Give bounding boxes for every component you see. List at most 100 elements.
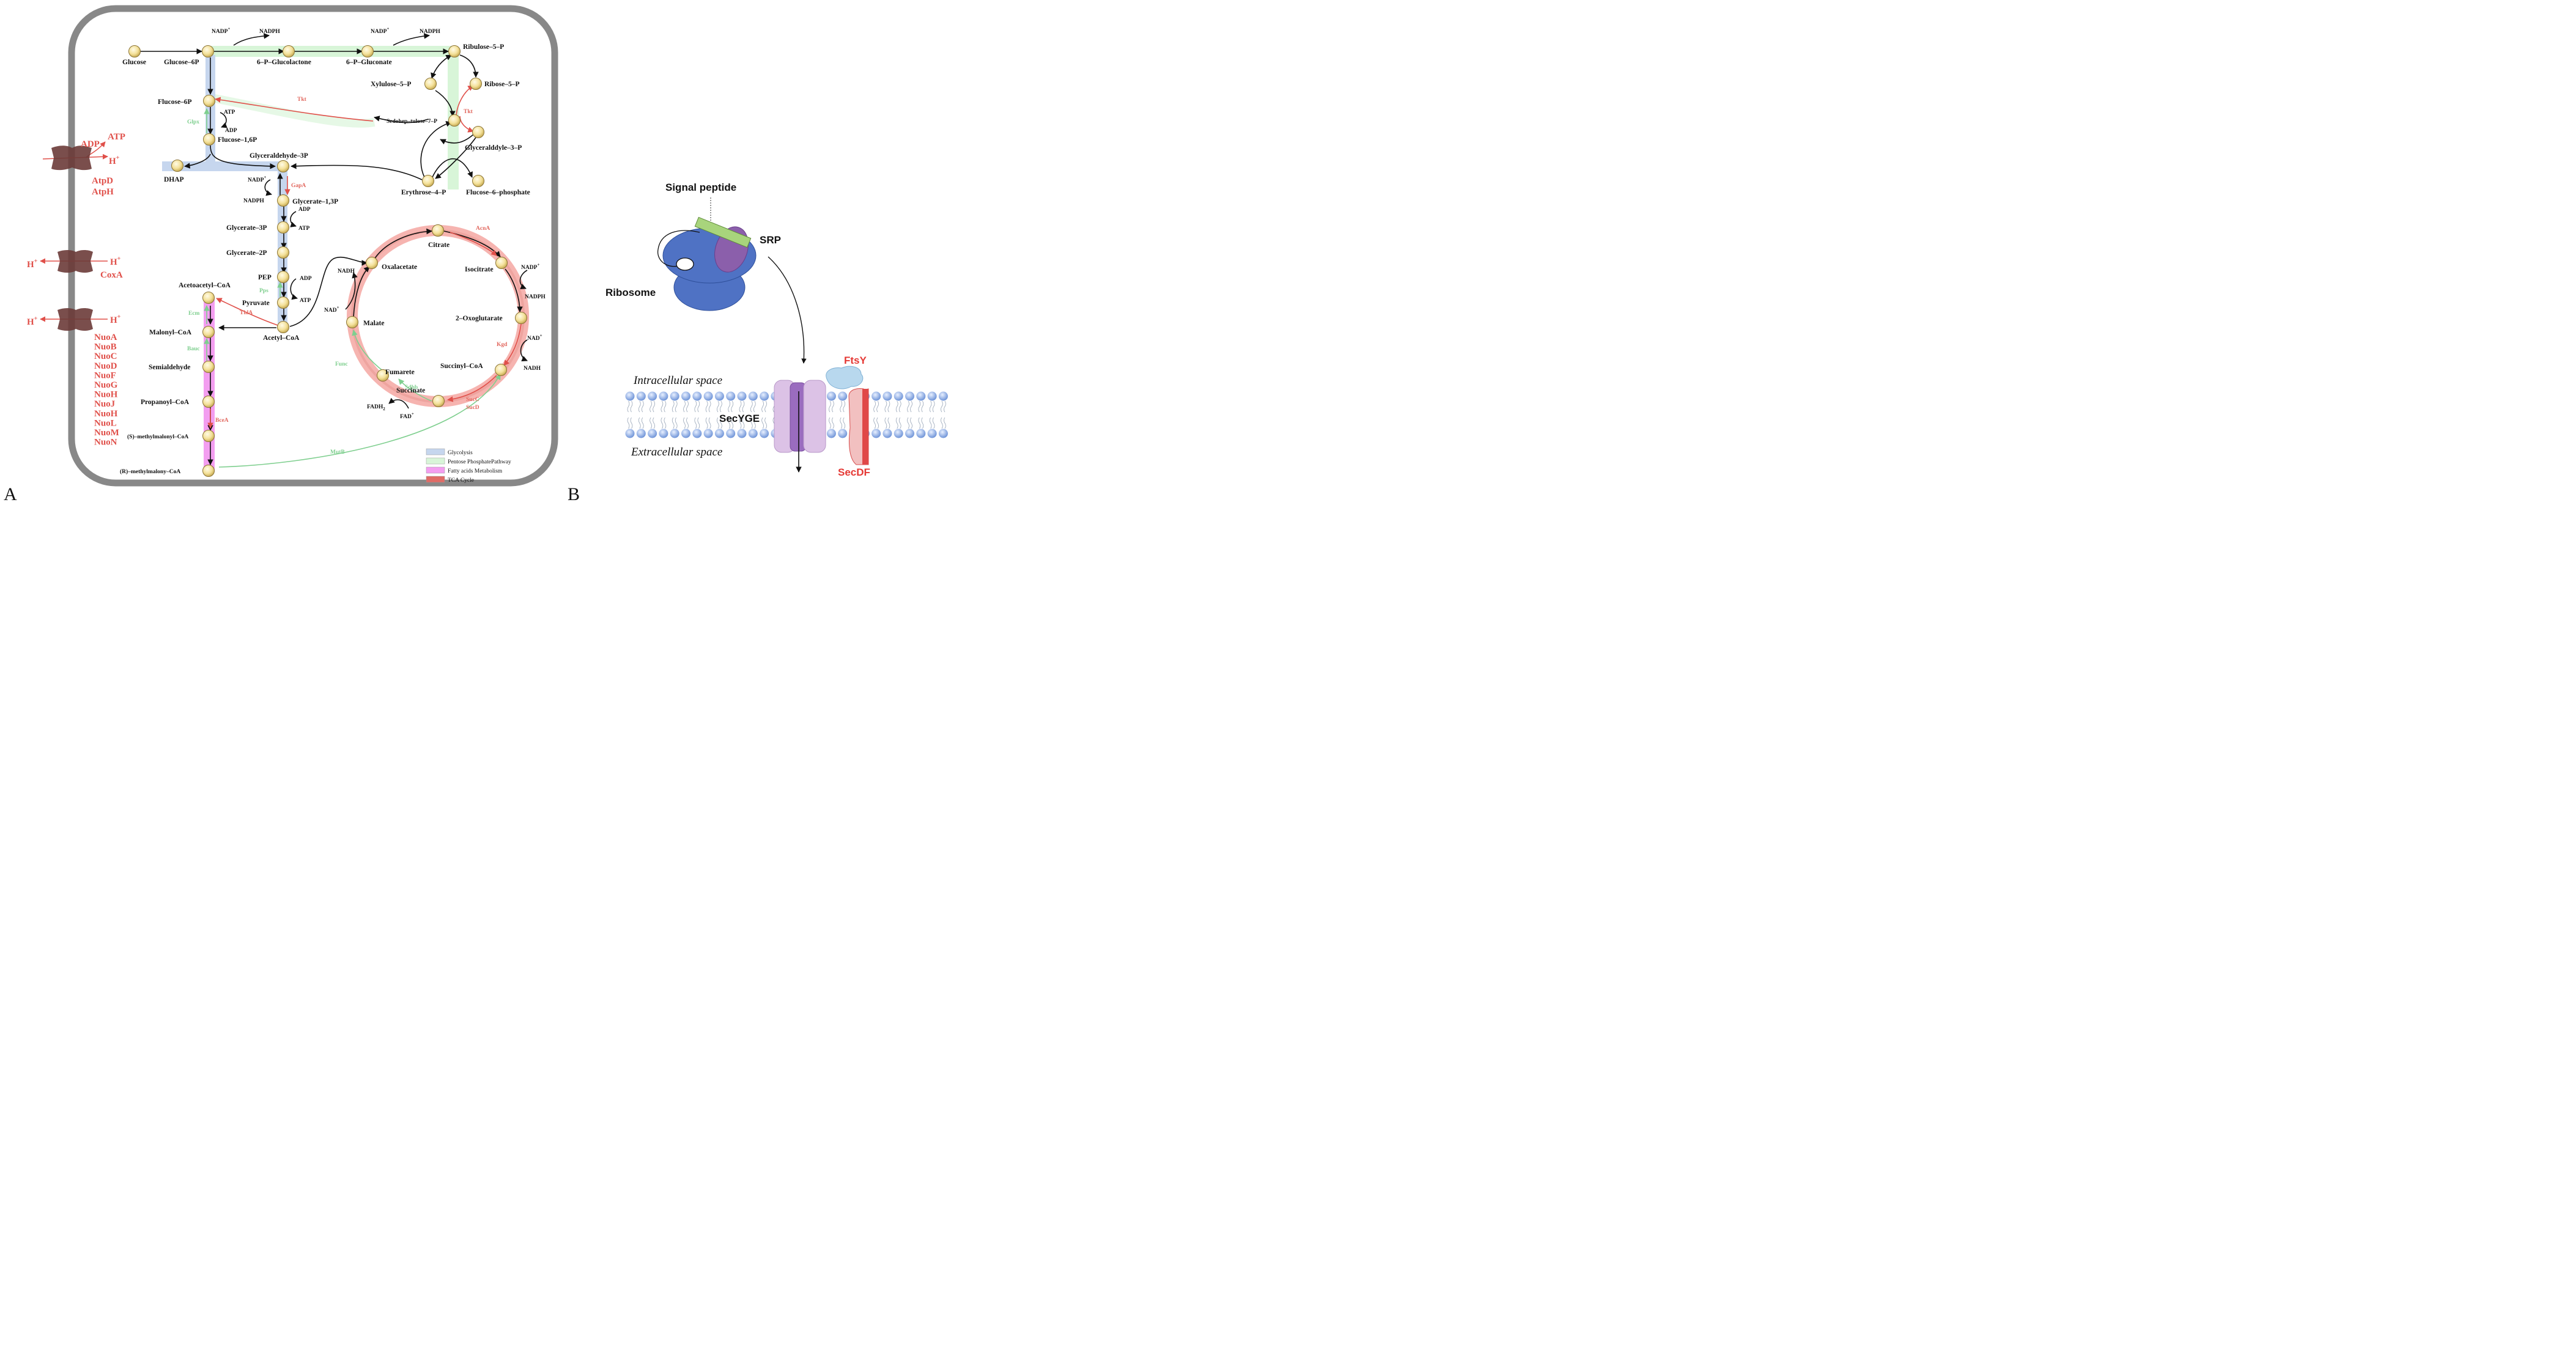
ribosome-label: Ribosome: [605, 287, 656, 298]
lipid-tail: [832, 417, 834, 429]
arrow-atp-adp-top: [220, 112, 228, 128]
lipid-tail: [873, 417, 876, 429]
lipid-head: [838, 391, 848, 401]
node-erythrose4p: [422, 175, 434, 187]
legend-label: Pentose PhosphatePathway: [448, 459, 511, 465]
cof-nadp-2: NADP+: [371, 26, 389, 35]
arrow-f16p-split: [210, 145, 276, 169]
label-semialdehyde: Semialdehyde: [149, 364, 190, 371]
lipid-tail: [672, 417, 675, 429]
lipid-head: [905, 429, 914, 438]
legend-label: Fatty acids Metabolism: [448, 468, 503, 474]
label-oxoglutarate: 2–Oxoglutarate: [456, 315, 503, 322]
lipid-tail: [764, 400, 767, 413]
lipid-tail: [932, 417, 935, 429]
lipid-tail: [686, 400, 689, 413]
cell-wall: [68, 5, 558, 487]
node-fructose16p: [203, 133, 215, 146]
lipid-tail: [641, 417, 644, 429]
node-glyceraldehyde3p: [277, 160, 289, 172]
lipid-head: [826, 429, 836, 438]
secdf-edge: [862, 389, 868, 465]
lipid-tail: [661, 417, 664, 429]
membrane-atp: ATP: [108, 132, 125, 142]
membrane-atph: AtpH: [92, 187, 114, 197]
ftsy-shape: [826, 366, 864, 389]
lipid-tail: [873, 400, 876, 413]
label-fructose16p: Flucose–1,6P: [218, 136, 257, 144]
node-citrate: [432, 224, 444, 237]
nuo-subunit: NuoN: [94, 438, 117, 448]
arrow-nadp-top1: [233, 33, 270, 46]
cof-adp-1: ADP: [225, 128, 237, 134]
label-malonylcoa: Malonyl–CoA: [149, 329, 192, 336]
arrow-func-green: [352, 330, 385, 372]
enzyme-thla: ThlA: [240, 310, 253, 316]
cof-nad-1: NAD+: [324, 305, 339, 314]
legend-label: TCA Cycle: [448, 477, 474, 484]
lipid-head: [748, 391, 758, 401]
lipid-tail: [627, 417, 630, 429]
label-erythrose4p: Erythrose–4–P: [401, 189, 446, 196]
enzyme-tkt-2: Tkt: [464, 109, 473, 115]
lipid-tail: [750, 400, 753, 413]
arrow-thla-red: [216, 298, 278, 326]
lipid-tail: [829, 400, 831, 413]
label-pyruvate: Pyruvate: [242, 300, 270, 307]
lipid-tail: [840, 400, 843, 413]
node-glycerate13p: [277, 194, 289, 207]
label-propanoylcoa: Propanoyl–CoA: [141, 399, 190, 406]
cof-atp-1: ATP: [224, 109, 235, 116]
lipid-tail: [705, 417, 708, 429]
arrow-fad-fadh: [388, 397, 409, 409]
arrow-nad-nadh-tca1: [345, 272, 358, 310]
secdf-label: SecDF: [838, 466, 870, 478]
cof-fad: FAD+: [400, 411, 414, 420]
lipid-head: [714, 391, 724, 401]
label-rmethylmalonyl: (R)–methylmalony–CoA: [120, 468, 180, 475]
lipid-tail: [750, 417, 753, 429]
membrane-h-2: H+: [27, 258, 38, 270]
lipid-head: [636, 391, 646, 401]
lipid-tail: [653, 417, 655, 429]
lipid-tail: [728, 417, 731, 429]
lipid-tail: [944, 417, 946, 429]
lipid-head: [826, 391, 836, 401]
enzyme-glpx: Glpx: [187, 119, 199, 125]
extracellular-label: Extracellular space: [631, 446, 722, 459]
nuo-subunit: NuoL: [94, 418, 117, 428]
arrow-succ-red: [447, 375, 497, 402]
nuo-subunit: NuoC: [94, 352, 117, 361]
atp-synthase-icon: [51, 146, 92, 171]
nuo-subunit: NuoA: [94, 333, 117, 342]
lipid-tail: [728, 400, 731, 413]
panel-a: Glucose Glucose–6P 6–P–Glucolactone 6–P–…: [4, 5, 558, 504]
lipid-head: [659, 391, 668, 401]
lipid-tail: [708, 400, 711, 413]
arrow-nadp-nadph-gap: [264, 179, 272, 196]
arrow-acna-red: [450, 232, 497, 256]
node-acetoacetylcoa: [202, 292, 215, 304]
label-ribulose5p: Ribulose–5–P: [463, 43, 504, 51]
lipid-tail: [731, 417, 734, 429]
node-pep: [277, 271, 289, 283]
arrow-ery-f6p-cross1: [431, 158, 473, 179]
node-semialdehyde: [202, 361, 215, 373]
coxa-icon: [57, 250, 93, 273]
lipid-tail: [717, 400, 719, 413]
lipid-tail: [829, 417, 831, 429]
arrow-acetylcoa-oxalacetate: [289, 256, 368, 327]
nuo-subunit: NuoH: [94, 390, 118, 400]
lipid-head: [927, 429, 937, 438]
legend-label: Glycolysis: [448, 450, 473, 456]
lipid-tail: [921, 400, 924, 413]
node-propanoylcoa: [202, 396, 215, 408]
arrow-erythrose-gap: [291, 163, 423, 180]
metabolite-labels: Glucose Glucose–6P 6–P–Glucolactone 6–P–…: [120, 43, 530, 475]
label-fructose6p: Flucose–6P: [158, 98, 192, 106]
lipid-tail: [898, 417, 901, 429]
nuo-subunit: NuoJ: [94, 399, 116, 409]
lipid-tail: [641, 400, 644, 413]
lipid-tail: [731, 400, 734, 413]
lipid-tail: [843, 417, 846, 429]
